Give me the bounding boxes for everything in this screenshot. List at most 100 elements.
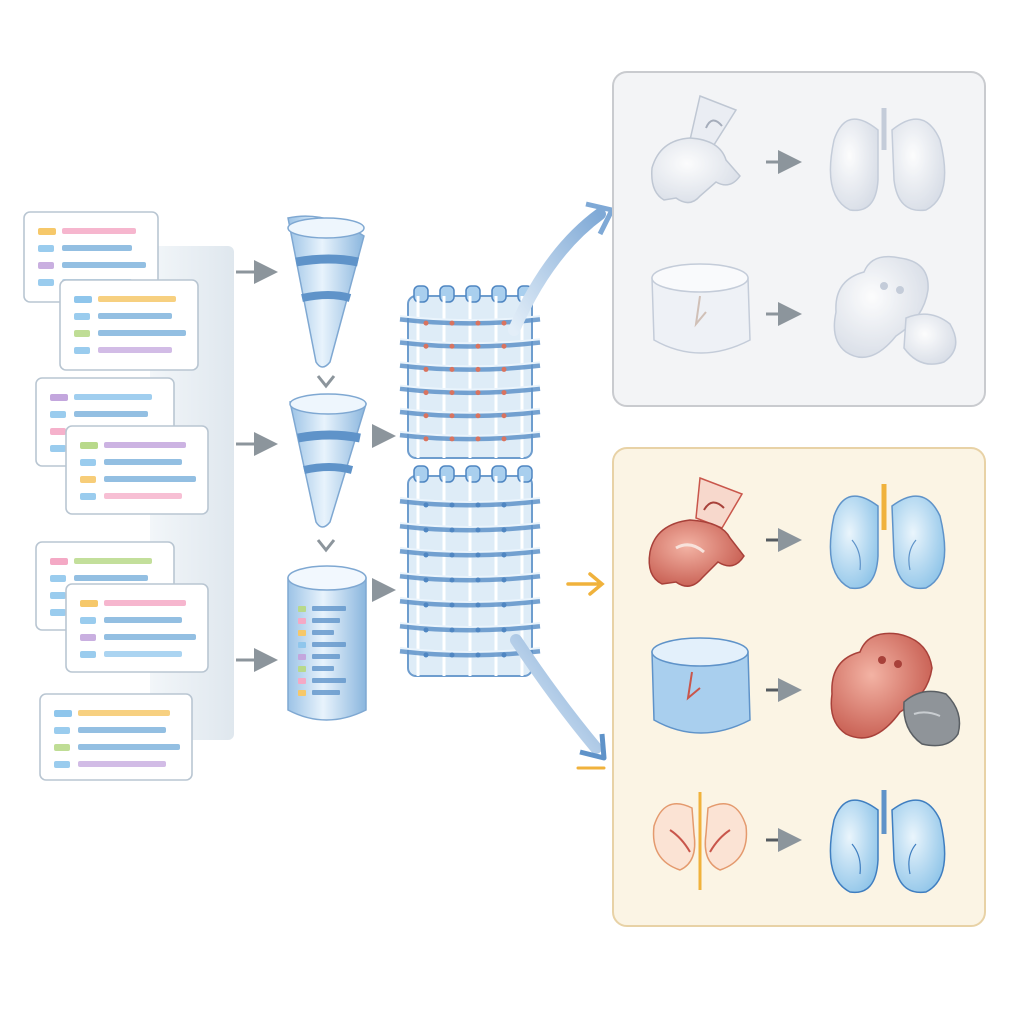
database-row-line	[312, 678, 346, 683]
grid-node	[475, 390, 481, 396]
card-line	[62, 228, 136, 234]
card-line	[78, 744, 180, 750]
grid-node	[475, 577, 481, 583]
card-line	[74, 575, 148, 581]
card-tag	[74, 296, 92, 303]
grid-node	[423, 552, 429, 558]
database-row-tag	[298, 690, 306, 696]
card-line	[98, 347, 172, 353]
document-card-icon	[65, 425, 209, 515]
card-tag	[50, 609, 66, 616]
grid-node	[501, 527, 507, 533]
card-tag	[74, 313, 90, 320]
card-tag	[50, 558, 68, 565]
grid-column-cap	[439, 285, 455, 303]
card-line	[62, 262, 146, 268]
card-tag	[54, 727, 70, 734]
grid-node	[423, 366, 429, 372]
card-tag	[80, 459, 96, 466]
grid-node	[449, 502, 455, 508]
database-row-line	[312, 666, 334, 671]
grid-row-highlight	[399, 522, 541, 528]
grid-node	[449, 343, 455, 349]
grid-node	[449, 602, 455, 608]
grid-node	[423, 343, 429, 349]
grid-node	[501, 602, 507, 608]
curved-arrow-up	[508, 208, 606, 336]
document-card-icon	[39, 693, 193, 781]
database-row-line	[312, 690, 340, 695]
grid-node	[423, 627, 429, 633]
card-tag	[38, 262, 54, 269]
upper-outcome-panel	[612, 71, 986, 407]
grid-column-cap	[465, 285, 481, 303]
grid-row	[399, 432, 541, 442]
grid-row	[399, 598, 541, 608]
grid-node	[449, 390, 455, 396]
card-tag	[50, 411, 66, 418]
grid-row	[399, 623, 541, 633]
grid-node	[449, 577, 455, 583]
database-row-tag	[298, 606, 306, 612]
card-line	[104, 476, 196, 482]
grid-row-highlight	[399, 338, 541, 345]
card-line	[98, 313, 172, 319]
database-row-tag	[298, 630, 306, 636]
card-tag	[50, 575, 66, 582]
grid-node	[501, 366, 507, 372]
card-to-funnel-arrows	[236, 260, 278, 672]
grid-row	[399, 523, 541, 533]
grid-node	[501, 627, 507, 633]
grid-row	[399, 386, 541, 396]
database-row-tag	[298, 666, 306, 672]
grid-node	[501, 502, 507, 508]
grid-row-highlight	[399, 497, 541, 503]
grid-column-cap	[465, 465, 481, 483]
funnel-icon	[287, 215, 365, 368]
grid-row-highlight	[399, 384, 541, 391]
hand-icon	[651, 94, 741, 204]
grid-block	[399, 465, 541, 677]
grid-row	[399, 362, 541, 372]
grid-row-highlight	[399, 572, 541, 578]
grid-column-cap	[517, 465, 533, 483]
grid-node	[449, 320, 455, 326]
card-tag	[80, 634, 96, 641]
grid-node	[501, 552, 507, 558]
card-line	[104, 651, 182, 657]
grid-node	[501, 436, 507, 442]
card-line	[104, 617, 182, 623]
card-line	[62, 245, 132, 251]
card-tag	[54, 761, 70, 768]
funnel-down-arrow-1	[316, 375, 336, 389]
grid-node	[423, 320, 429, 326]
grid-column-cap	[413, 465, 429, 483]
grid-node	[423, 577, 429, 583]
grid-column-cap	[491, 285, 507, 303]
card-tag	[80, 600, 98, 607]
grid-node	[449, 366, 455, 372]
record-cards-group	[23, 211, 234, 781]
curved-arrow-down-head	[579, 733, 607, 761]
grid-row	[399, 498, 541, 508]
grid-node	[423, 436, 429, 442]
heart-icon	[830, 632, 933, 739]
grid-row-highlight	[399, 597, 541, 603]
card-line	[74, 558, 152, 564]
lungs-icon	[829, 790, 946, 894]
database-row-tag	[298, 678, 306, 684]
funnel-down-arrow-2	[316, 539, 336, 553]
heart-icon	[833, 255, 957, 365]
card-tag	[38, 228, 56, 235]
grid-node	[449, 552, 455, 558]
database-icon	[287, 565, 367, 721]
grid-node	[475, 366, 481, 372]
grid-row	[399, 548, 541, 558]
grid-node	[423, 390, 429, 396]
curved-arrow-down	[510, 634, 602, 754]
card-tag	[50, 394, 68, 401]
card-line	[98, 296, 176, 302]
database-row-line	[312, 618, 340, 623]
database-row-tag	[298, 654, 306, 660]
